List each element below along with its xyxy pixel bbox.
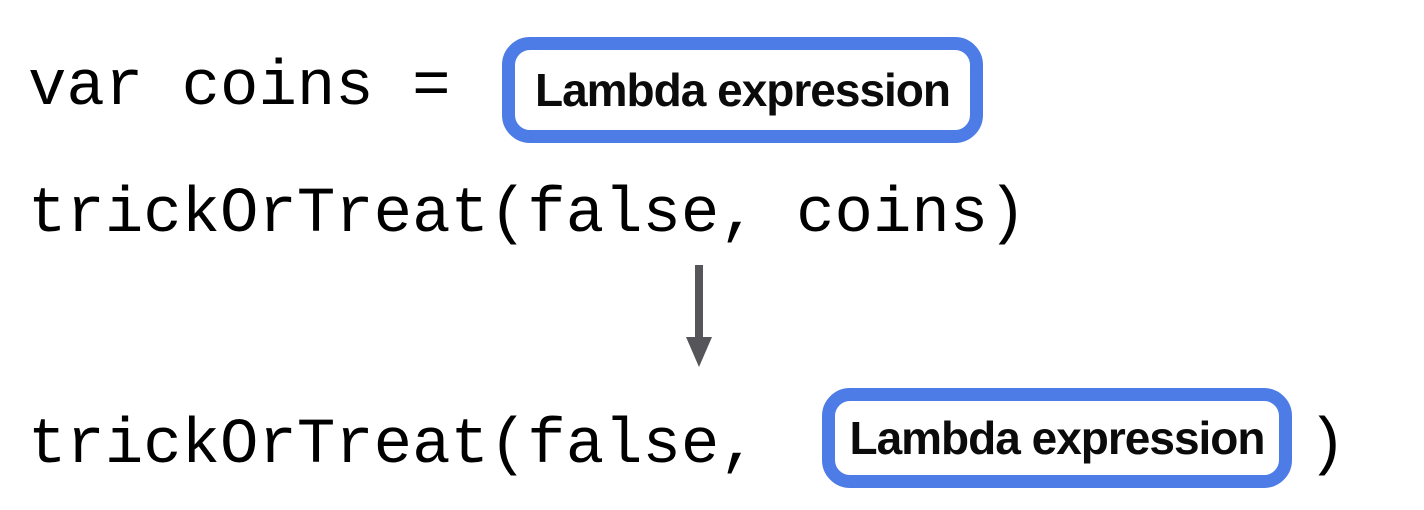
lambda-expression-box-top: Lambda expression — [502, 37, 983, 143]
lambda-box-label-top: Lambda expression — [534, 64, 951, 116]
down-arrow-icon — [686, 265, 712, 367]
lambda-expression-box-bottom: Lambda expression — [822, 388, 1292, 488]
code-declaration: var coins = — [28, 52, 451, 124]
lambda-box-label-bottom: Lambda expression — [849, 412, 1265, 464]
code-call-with-variable: trickOrTreat(false, coins) — [28, 179, 1027, 251]
code-inlined-call-suffix: ) — [1308, 410, 1347, 482]
code-inlined-call-prefix: trickOrTreat(false, — [28, 410, 758, 482]
